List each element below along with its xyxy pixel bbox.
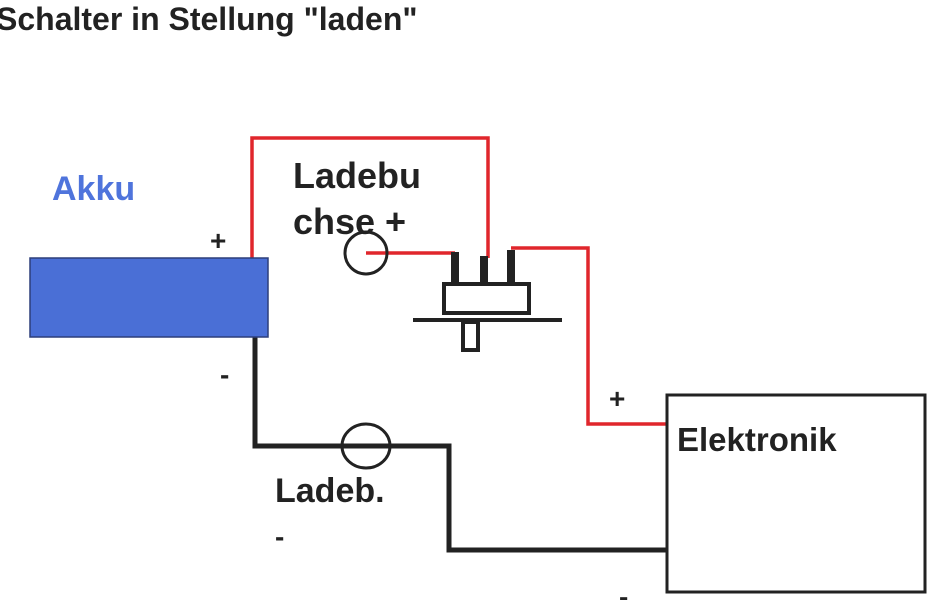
diagram-title: Schalter in Stellung "laden"	[0, 1, 418, 37]
electronics-box	[665, 393, 927, 594]
socket-minus-label-line1: Ladeb.	[275, 472, 385, 510]
wire-battery-to-switch	[250, 136, 490, 258]
charge-socket-plus-icon	[343, 230, 389, 276]
charge-socket-minus-icon	[340, 422, 392, 470]
akku-minus-label: -	[220, 359, 229, 390]
electronics-minus-label: -	[619, 581, 628, 600]
akku-plus-label: +	[210, 225, 226, 256]
socket-plus-label-line2: chse +	[293, 201, 406, 242]
socket-plus-label-line1: Ladebu	[293, 155, 421, 196]
socket-minus-label-line2: -	[275, 521, 284, 552]
positive-wiring	[250, 136, 668, 426]
battery	[29, 257, 269, 338]
electronics-label: Elektronik	[677, 421, 837, 458]
electronics-plus-label: +	[609, 383, 625, 414]
wire-switch-to-electronics	[511, 246, 668, 426]
negative-wiring	[252, 337, 667, 553]
slide-switch-icon	[413, 250, 562, 352]
akku-label: Akku	[52, 170, 135, 208]
